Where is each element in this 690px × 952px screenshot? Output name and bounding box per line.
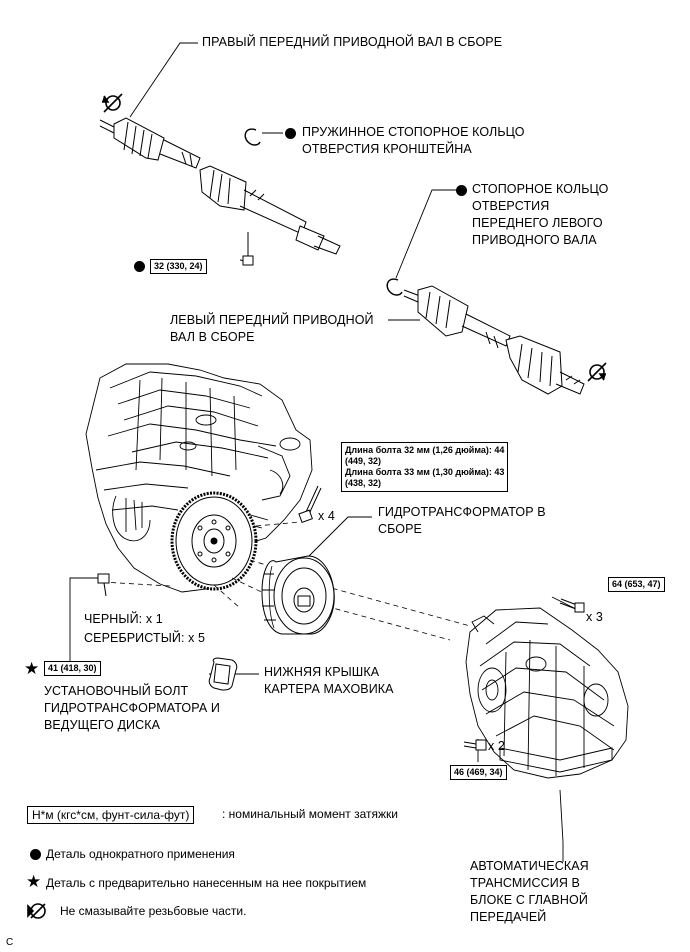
mount-bolt-label: УСТАНОВОЧНЫЙ БОЛТ ГИДРОТРАНСФОРМАТОРА И … — [44, 684, 220, 732]
legend-no-lube-text: Не смазывайте резьбовые части. — [60, 904, 247, 918]
drive-plate-illustration — [170, 491, 258, 591]
torque-converter-label: ГИДРОТРАНСФОРМАТОР В СБОРЕ — [378, 505, 546, 536]
right-drive-shaft-label: ПРАВЫЙ ПЕРЕДНИЙ ПРИВОДНОЙ ВАЛ В СБОРЕ — [202, 35, 503, 49]
precoated-star-icon: ★ — [26, 872, 42, 891]
flywheel-cover-label: НИЖНЯЯ КРЫШКА КАРТЕРА МАХОВИКА — [264, 665, 394, 696]
torque-converter-illustration — [261, 555, 335, 635]
legend-unit-description: : номинальный момент затяжки — [222, 807, 398, 821]
flywheel-cover-illustration — [208, 657, 238, 691]
transaxle-label: АВТОМАТИЧЕСКАЯ ТРАНСМИССИЯ В БЛОКЕ С ГЛА… — [470, 859, 589, 924]
shaft-bolt-torque-box: 32 (330, 24) — [150, 259, 207, 274]
upper-transaxle-torque-box: 64 (653, 47) — [608, 577, 665, 592]
non-reusable-dot-icon — [456, 185, 467, 196]
bolt-count-x3: x 3 — [586, 610, 603, 624]
mount-bolt-torque-box: 41 (418, 30) — [44, 661, 101, 676]
leader-lines — [69, 42, 581, 862]
left-snap-ring-label: СТОПОРНОЕ КОЛЬЦО ОТВЕРСТИЯ ПЕРЕДНЕГО ЛЕВ… — [472, 182, 609, 247]
bolt-count-x4: x 4 — [318, 509, 335, 523]
transaxle-upper-bolt-illustration — [559, 598, 585, 613]
rotation-arrow-icon — [102, 93, 123, 113]
lower-transaxle-torque-box: 46 (469, 34) — [450, 765, 507, 780]
transaxle-lower-bolt-illustration — [463, 739, 487, 751]
bolt-length-torque-box: Длина болта 32 мм (1,26 дюйма): 44 (449,… — [341, 442, 509, 492]
non-reusable-dot-icon — [285, 128, 296, 139]
legend-nonreusable-text: Деталь однократного применения — [46, 847, 235, 861]
left-drive-shaft-label: ЛЕВЫЙ ПЕРЕДНИЙ ПРИВОДНОЙ ВАЛ В СБОРЕ — [170, 313, 374, 344]
silver-bolt-count-label: СЕРЕБРИСТЫЙ: x 5 — [84, 631, 206, 645]
no-lubricate-icon — [27, 903, 46, 919]
left-drive-shaft-illustration — [403, 285, 585, 395]
shaft-bracket-bolt-illustration — [242, 232, 254, 266]
transaxle-illustration — [465, 607, 629, 779]
rotation-arrow-icon — [587, 362, 607, 382]
legend-unit-box: Н*м (кгс*см, фунт-сила-фут) — [27, 806, 195, 824]
non-reusable-dot-icon — [134, 261, 145, 272]
bracket-snap-ring-label: ПРУЖИННОЕ СТОПОРНОЕ КОЛЬЦО ОТВЕРСТИЯ КРО… — [302, 125, 525, 156]
black-bolt-count-label: ЧЕРНЫЙ: x 1 — [84, 612, 163, 626]
bracket-snap-ring-illustration — [244, 128, 261, 146]
converter-housing-bolt-illustration — [298, 485, 322, 524]
left-snap-ring-illustration — [386, 278, 403, 296]
figure-corner-code: C — [6, 937, 14, 948]
bolt-count-x2: x 2 — [488, 739, 505, 753]
precoated-star-icon: ★ — [24, 659, 40, 678]
drive-plate-bolt-illustration — [97, 573, 110, 597]
right-drive-shaft-illustration — [99, 117, 341, 255]
non-reusable-dot-icon — [30, 849, 41, 860]
legend-precoated-text: Деталь с предварительно нанесенным на не… — [46, 876, 367, 890]
